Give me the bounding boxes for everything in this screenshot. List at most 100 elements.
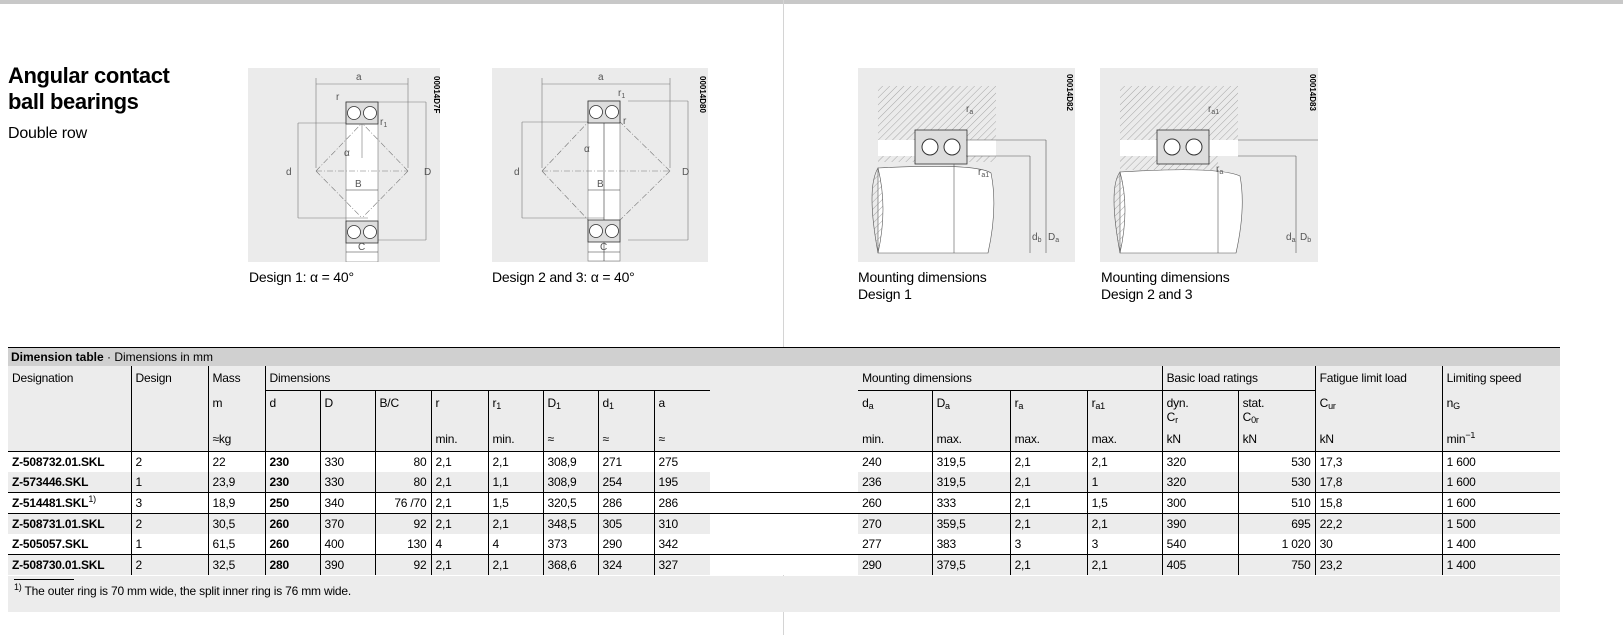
cell-r: 4 <box>430 534 488 555</box>
sym-D1: D1 <box>542 390 598 432</box>
label-da: da <box>1286 232 1296 244</box>
drawing-code: 00014D83 <box>1308 74 1317 111</box>
cell-D: 400 <box>319 534 375 555</box>
drawing-code: 00014D82 <box>1065 74 1074 111</box>
unit-r1: min. <box>487 432 543 452</box>
cell-ra1: 1 <box>1086 472 1163 493</box>
cell-mass: 23,9 <box>207 472 265 493</box>
empty <box>264 432 320 452</box>
unit-r: min. <box>430 432 488 452</box>
cell-d: 230 <box>264 472 320 493</box>
cell-Cur: 17,3 <box>1314 451 1443 472</box>
cell-D: 340 <box>319 492 375 514</box>
figure-caption: Mounting dimensions Design 1 <box>858 269 987 303</box>
cell-design: 2 <box>130 513 208 534</box>
cell-Cr: 405 <box>1161 554 1239 575</box>
bearing-drawing-design-1: a r r1 α d D B C 00014D7F <box>286 72 440 262</box>
cell-d1: 324 <box>597 554 654 575</box>
cell-nG: 1 600 <box>1441 451 1561 472</box>
cell-d1: 271 <box>597 451 654 472</box>
cell-design: 3 <box>130 492 208 514</box>
cell-ra: 2,1 <box>1009 554 1088 575</box>
cell-D1: 308,9 <box>542 451 598 472</box>
dimension-table: Designation Design Mass Dimensions Mount… <box>8 366 1561 575</box>
cell-r: 2,1 <box>430 451 488 472</box>
cell-BC: 130 <box>374 534 431 555</box>
cell-Da: 383 <box>931 534 1011 555</box>
figure-caption: Design 1: α = 40° <box>249 269 354 285</box>
cell-D1: 368,6 <box>542 554 598 575</box>
cell-ra1: 2,1 <box>1086 513 1163 534</box>
cell-design: 2 <box>130 554 208 575</box>
cell-mass: 61,5 <box>207 534 265 555</box>
gutter <box>710 472 859 493</box>
cell-d: 260 <box>264 513 320 534</box>
label-a: a <box>356 72 362 83</box>
label-d: d <box>286 167 292 178</box>
mounting-drawing-design-2-3: ra1 ra da Db 00014D83 <box>1113 74 1318 254</box>
label-alpha: α <box>584 144 590 155</box>
cell-Cr: 300 <box>1161 492 1239 514</box>
gutter <box>710 534 859 555</box>
cell-design: 1 <box>130 472 208 493</box>
cell-C0r: 1 020 <box>1237 534 1316 555</box>
gutter <box>710 554 859 575</box>
gutter <box>710 432 859 452</box>
cell-da: 240 <box>862 455 882 469</box>
cell-a: 195 <box>653 472 711 493</box>
cell-d: 260 <box>264 534 320 555</box>
cell-r: 2,1 <box>430 492 488 514</box>
cell-designation: Z-508730.01.SKL <box>12 558 105 572</box>
gutter <box>710 513 859 534</box>
empty <box>8 432 131 452</box>
cell-D1: 373 <box>542 534 598 555</box>
cell-Da: 379,5 <box>931 554 1011 575</box>
col-designation: Designation <box>12 371 74 385</box>
sym-Cr: dyn.Cr <box>1161 390 1239 432</box>
gutter <box>710 451 859 472</box>
cell-Cur: 30 <box>1314 534 1443 555</box>
sym-Da: Da <box>931 390 1011 432</box>
sym-r: r <box>430 390 488 432</box>
unit-da: min. <box>858 432 933 452</box>
figure-mounting-design-1: ra ra1 db Da 00014D82 <box>858 68 1075 262</box>
cell-BC: 76 /70 <box>374 492 431 514</box>
cell-Da: 359,5 <box>931 513 1011 534</box>
unit-ra: max. <box>1009 432 1088 452</box>
cell-Cr: 320 <box>1161 451 1239 472</box>
cell-designation: Z-508732.01.SKL <box>12 455 105 469</box>
cell-mass: 18,9 <box>207 492 265 514</box>
cell-r: 2,1 <box>430 472 488 493</box>
cell-C0r: 695 <box>1237 513 1316 534</box>
unit-ra1: max. <box>1086 432 1163 452</box>
cell-d1: 286 <box>597 492 654 514</box>
unit-a: ≈ <box>653 432 711 452</box>
drawing-code: 00014D7F <box>432 76 440 113</box>
gutter <box>710 492 859 514</box>
sym-m: m <box>207 390 265 432</box>
cell-BC: 92 <box>374 513 431 534</box>
label-r: r <box>336 92 340 103</box>
label-d: d <box>514 167 520 178</box>
empty <box>374 432 431 452</box>
title-line: Angular contact <box>8 63 170 88</box>
cell-BC: 92 <box>374 554 431 575</box>
cell-design: 1 <box>130 534 208 555</box>
cell-d: 230 <box>264 451 320 472</box>
cell-Cr: 320 <box>1161 472 1239 493</box>
cell-a: 342 <box>653 534 711 555</box>
label-db: db <box>1032 232 1042 244</box>
cell-ra: 2,1 <box>1009 472 1088 493</box>
figure-caption: Design 2 and 3: α = 40° <box>492 269 635 285</box>
cell-mass: 30,5 <box>207 513 265 534</box>
unit-Cr: kN <box>1161 432 1239 452</box>
label-ra1: ra1 <box>1208 104 1219 116</box>
title-line: ball bearings <box>8 89 139 114</box>
unit-nG: min−1 <box>1441 432 1561 452</box>
cell-a: 275 <box>653 451 711 472</box>
unit-mass: ≈kg <box>207 432 265 452</box>
cell-nG: 1 400 <box>1441 534 1561 555</box>
sym-ra1: ra1 <box>1086 390 1163 432</box>
cell-C0r: 510 <box>1237 492 1316 514</box>
